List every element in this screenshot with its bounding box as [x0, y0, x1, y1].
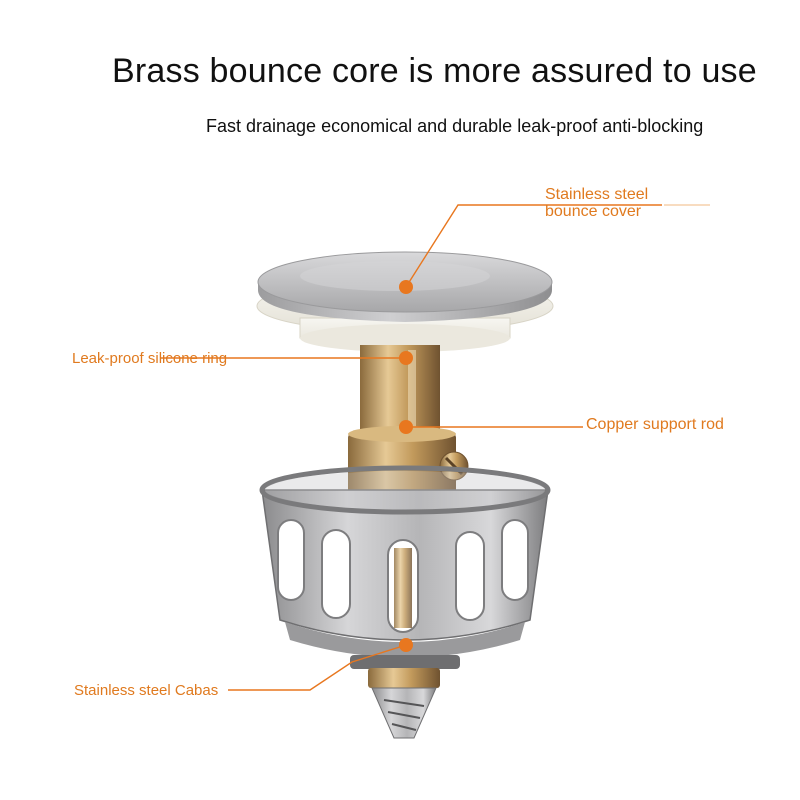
label-basket: Stainless steel Cabas: [74, 682, 219, 699]
label-bounce-cover-line1: Stainless steel: [545, 186, 649, 203]
callout-dot-rod: [399, 420, 413, 434]
label-bounce-cover-line2: bounce cover: [545, 203, 642, 220]
bottom-fitting: [350, 655, 460, 739]
callout-dot-cover: [399, 280, 413, 294]
label-silicone-ring: Leak-proof silicone ring: [72, 350, 228, 367]
callout-dot-basket: [399, 638, 413, 652]
label-support-rod: Copper support rod: [586, 416, 724, 433]
callout-dot-ring: [399, 351, 413, 365]
subheadline: Fast drainage economical and durable lea…: [206, 116, 704, 136]
stainless-basket: [259, 465, 551, 658]
headline: Brass bounce core is more assured to use: [112, 52, 757, 90]
label-bounce-cover: Stainless steel bounce cover: [545, 186, 648, 220]
callout-lines: [160, 204, 710, 691]
